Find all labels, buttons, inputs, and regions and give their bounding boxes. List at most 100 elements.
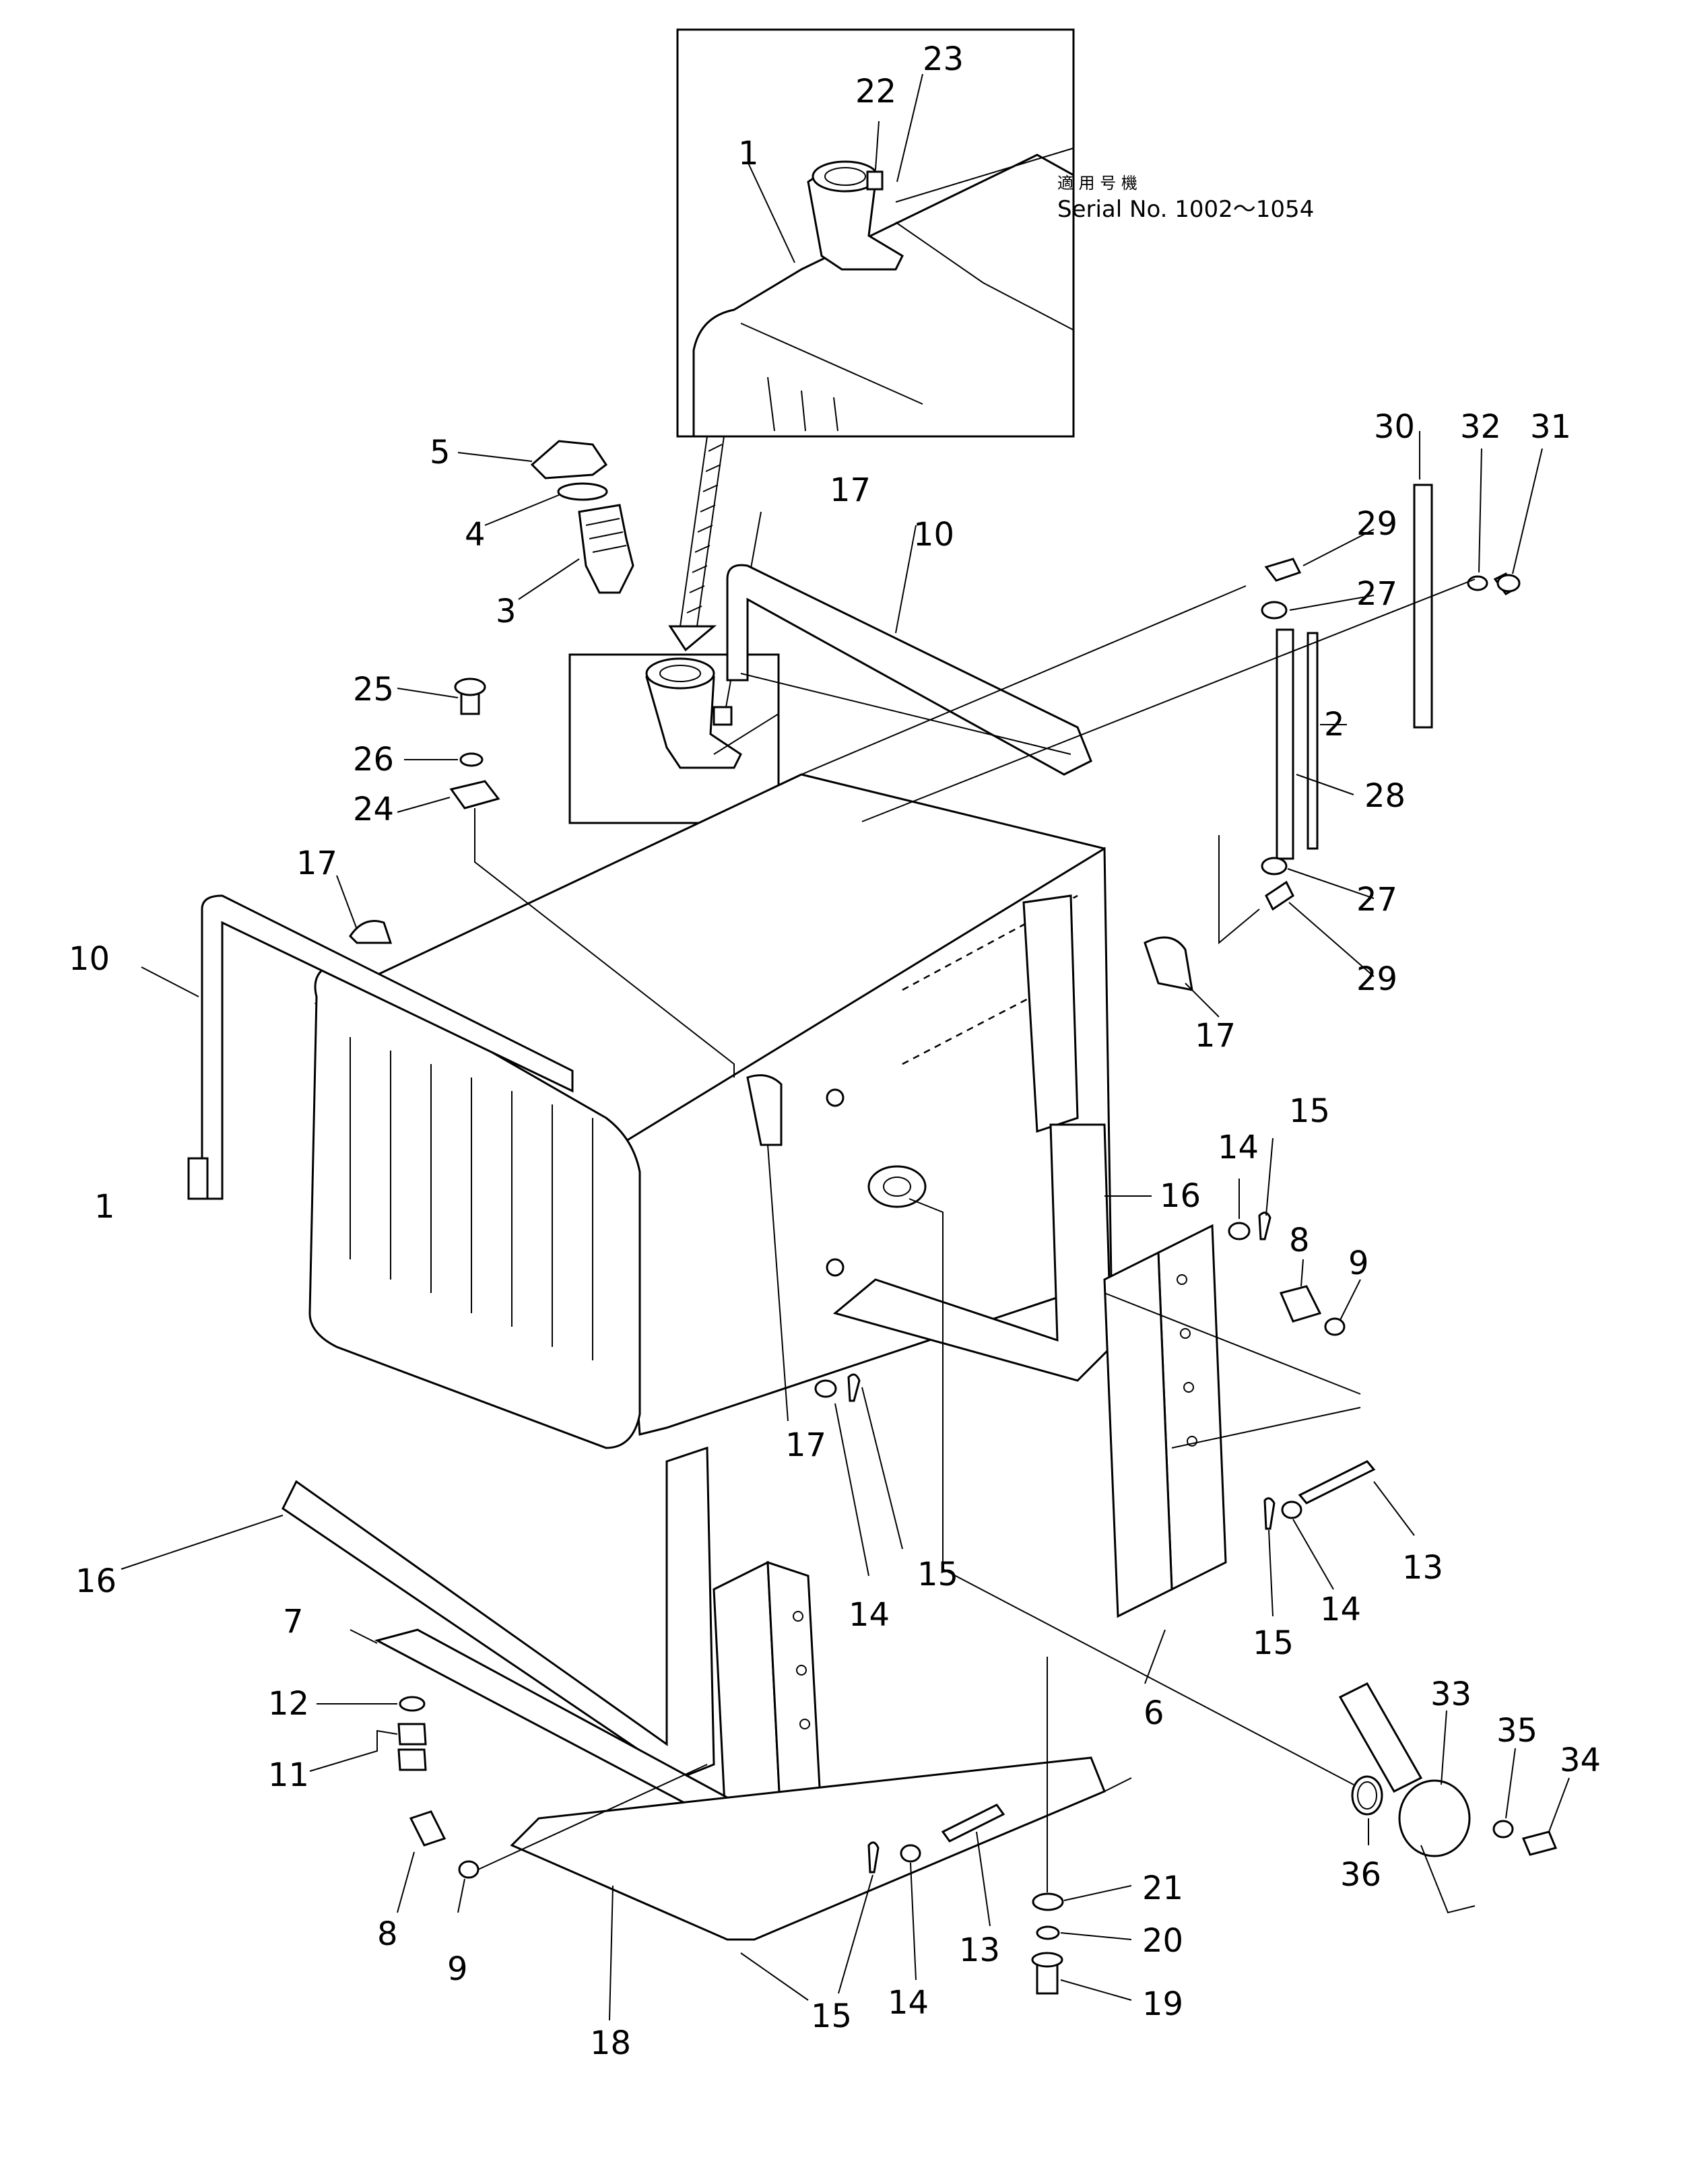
gauge-guide-bottom (1218, 835, 1260, 945)
leader-29-top (1302, 529, 1375, 566)
leader-29-bottom (1288, 902, 1375, 977)
leader-18 (609, 1885, 614, 2021)
part-9-washer-right (1324, 1317, 1346, 1336)
callout-27-bottom: 27 (1356, 881, 1397, 919)
callout-30: 30 (1374, 408, 1415, 446)
callout-10-top: 10 (913, 516, 954, 554)
callout-20: 20 (1142, 1922, 1183, 1960)
part-34-bolt (1521, 1830, 1558, 1856)
callout-26: 26 (353, 741, 394, 779)
base-bolt-hardware (1031, 1657, 1132, 2001)
part-10-strap-left (201, 894, 574, 1200)
part-9-washer-left (458, 1860, 480, 1879)
leader-33 (1441, 1710, 1447, 1785)
callout-17-left: 17 (296, 845, 337, 882)
part-13-pin-left (941, 1804, 1005, 1843)
part-15-cotter-d (867, 1841, 880, 1874)
callout-13-bottom: 13 (959, 1931, 1000, 1969)
leader-32 (1478, 448, 1482, 573)
part-17-cushion-right (1144, 936, 1193, 991)
support-hole-3 (1183, 1382, 1194, 1393)
callout-5: 5 (430, 434, 451, 471)
leader-23 (896, 73, 923, 183)
leader-5 (457, 452, 533, 462)
leader-4 (484, 494, 560, 526)
washer-9-guide (477, 1764, 708, 1870)
leader-15-d (838, 1874, 873, 1994)
callout-3: 3 (496, 593, 517, 630)
callout-33: 33 (1430, 1676, 1472, 1713)
leader-31 (1512, 448, 1543, 574)
leader-14-b (834, 1403, 869, 1577)
leader-9-right (1340, 1279, 1361, 1321)
support-hole-1 (1177, 1274, 1187, 1285)
leader-13-right (1373, 1481, 1415, 1536)
part-29-elbow-top (1264, 558, 1302, 582)
callout-14-d: 14 (888, 1984, 929, 2022)
callout-6: 6 (1144, 1694, 1164, 1732)
part-25-bolt-head (454, 677, 486, 696)
part-16-bracket-left (282, 1446, 715, 1779)
callout-15-d: 15 (811, 1997, 852, 2035)
callout-8-right: 8 (1289, 1222, 1310, 1259)
callout-35: 35 (1496, 1712, 1538, 1750)
part-14-washer-b (814, 1379, 837, 1398)
callout-24: 24 (353, 791, 394, 828)
left-support-hole-3 (799, 1719, 810, 1729)
part-26-washer (459, 752, 484, 767)
leader-16-left (121, 1515, 284, 1570)
gauge-guide-mid (861, 578, 1476, 822)
tank-bolt-2 (826, 1258, 845, 1277)
detail-neck-inner (659, 665, 701, 682)
leader-8-left (397, 1851, 415, 1913)
leader-19 (1060, 1979, 1132, 2001)
filler-cap-assembly (457, 440, 634, 600)
part-14-washer-a (1228, 1222, 1251, 1240)
leader-22 (875, 121, 880, 170)
plate-24-guide (474, 808, 735, 1078)
callout-2: 2 (1324, 706, 1345, 743)
strainer-mesh (585, 518, 627, 553)
part-27-clamp-bottom (1261, 857, 1288, 875)
part-21-washer (1032, 1892, 1064, 1911)
fuel-tank-body (308, 773, 1113, 1449)
callout-21: 21 (1142, 1869, 1183, 1907)
leader-11 (309, 1729, 398, 1772)
part-2-gauge-glass (1307, 632, 1319, 850)
part-8-bolt-left (409, 1810, 447, 1847)
leader-1-inset (747, 161, 795, 263)
callout-10-left: 10 (69, 940, 110, 978)
callout-32: 32 (1460, 408, 1501, 446)
part-13-pin-right (1298, 1460, 1376, 1504)
part-29-elbow-bottom (1265, 880, 1294, 911)
left-support-hole-2 (796, 1665, 807, 1676)
part-17-cushion-bottom (746, 1074, 783, 1146)
tank-bolt-1 (826, 1088, 845, 1107)
callout-15-b: 15 (917, 1556, 958, 1593)
leader-3 (518, 558, 580, 600)
callout-16-left: 16 (75, 1562, 117, 1600)
part-35-washer (1492, 1820, 1514, 1839)
callout-17-right: 17 (1195, 1017, 1236, 1055)
part-8-bolt-right (1279, 1285, 1322, 1323)
leader-13-bottom (976, 1831, 991, 1927)
arrow-hatching (686, 444, 723, 614)
callout-27-top: 27 (1356, 575, 1397, 613)
inset-ribs (767, 376, 838, 432)
level-gauge-assembly (801, 431, 1543, 977)
hidden-line-1 (902, 894, 1078, 991)
leader-10-top (895, 525, 917, 634)
part-16-bracket-right-lower (832, 1123, 1113, 1382)
part-6-support-side (1103, 1251, 1173, 1618)
tank-gauge-port (867, 1165, 927, 1208)
callout-31: 31 (1530, 408, 1571, 446)
callout-13-right: 13 (1402, 1549, 1443, 1587)
part-28-tube (1276, 628, 1294, 860)
callout-14-c: 14 (1320, 1591, 1361, 1628)
saddle-brackets (121, 894, 1152, 1779)
part-30-guard (1413, 484, 1433, 729)
callout-1-inset: 1 (738, 135, 759, 172)
leader-25 (397, 688, 459, 698)
filler-detail-frame (568, 653, 780, 824)
